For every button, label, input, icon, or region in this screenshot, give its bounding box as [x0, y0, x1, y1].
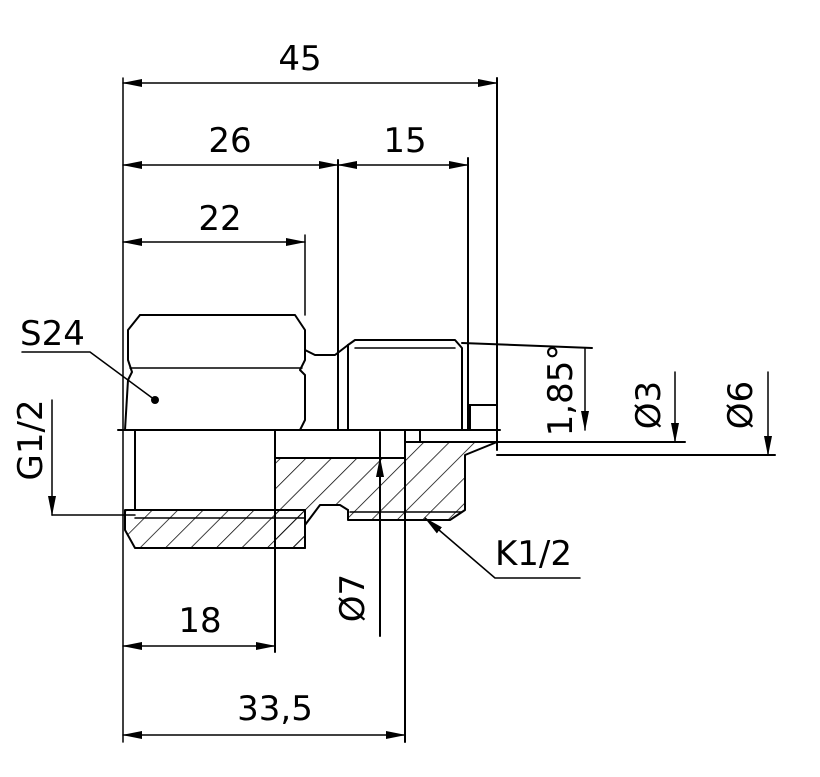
extension-lines [122, 77, 306, 743]
label-k12: K1/2 [495, 534, 572, 574]
leader-lines [21, 351, 581, 579]
part-outline [117, 77, 776, 743]
dim-45: 45 [278, 39, 321, 79]
label-s24: S24 [20, 314, 85, 354]
dim-18: 18 [178, 601, 221, 641]
dim-22: 22 [198, 199, 241, 239]
label-dia7: Ø7 [333, 574, 373, 622]
dim-26: 26 [208, 121, 251, 161]
section-hatching [125, 442, 497, 548]
dim-15: 15 [383, 121, 426, 161]
label-g12: G1/2 [11, 399, 51, 480]
dimension-labels: 45 26 15 22 S24 K1/2 18 33,5 G1/2 1,85° … [11, 39, 761, 729]
dimension-lines [48, 79, 772, 739]
label-dia3: Ø3 [629, 381, 669, 429]
label-dia6: Ø6 [721, 381, 761, 429]
label-angle: 1,85° [541, 344, 581, 437]
dim-33-5: 33,5 [237, 689, 313, 729]
